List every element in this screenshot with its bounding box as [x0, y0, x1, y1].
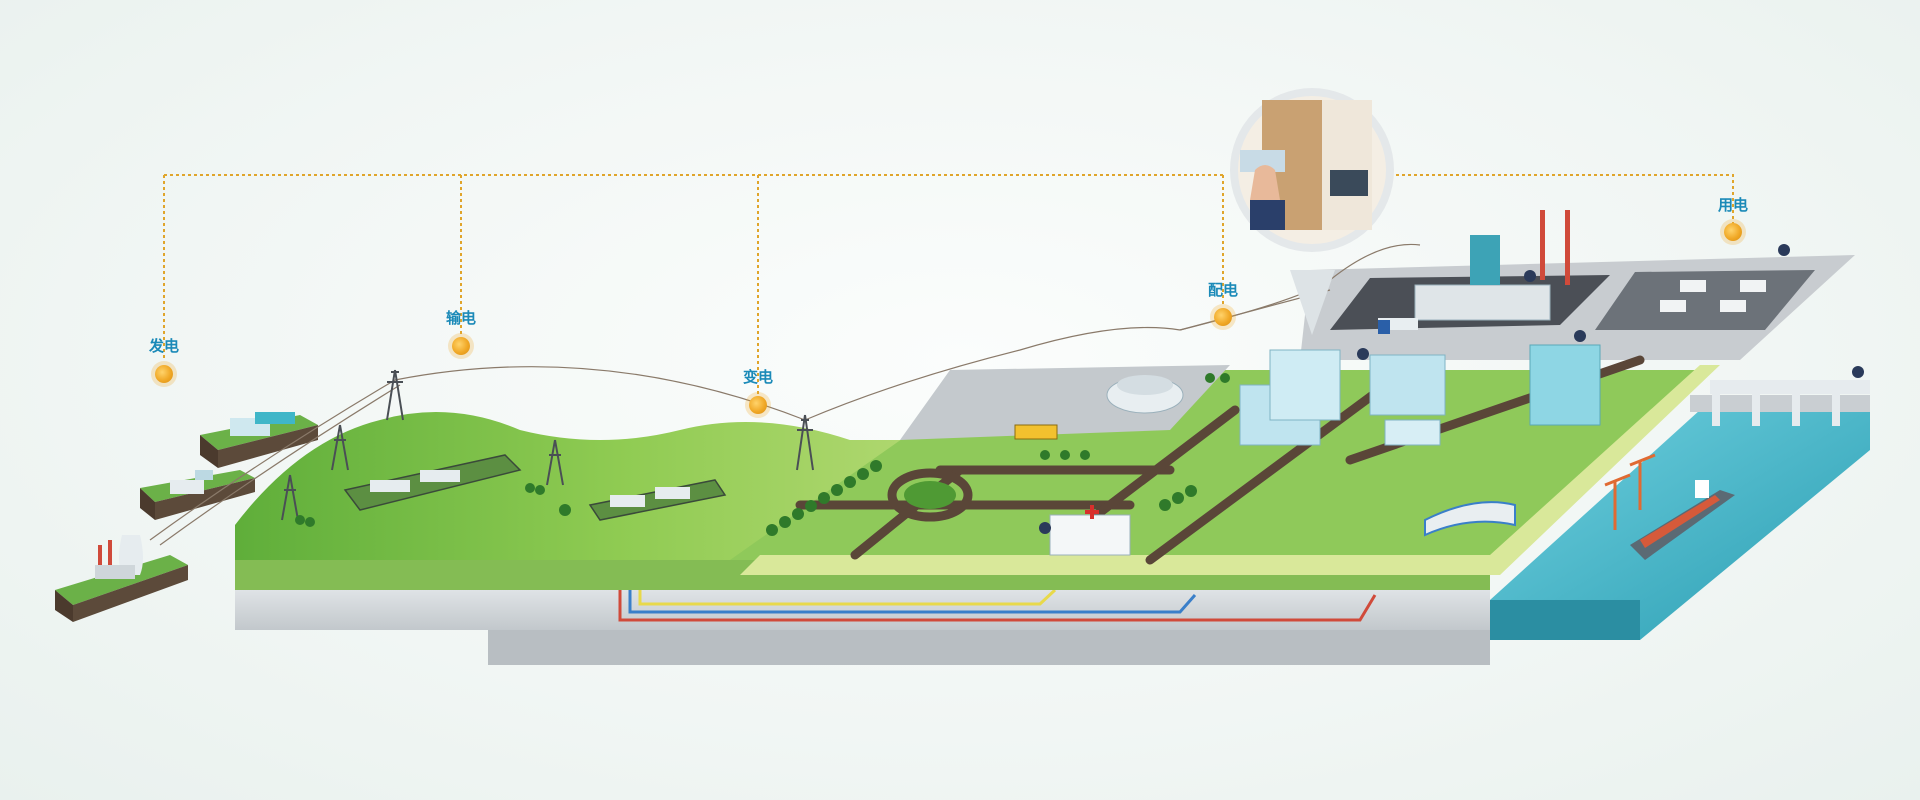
factory [1414, 210, 1570, 321]
generation-label[interactable]: 发电 [148, 337, 180, 355]
office-towers [1239, 349, 1446, 446]
port-cranes [1604, 453, 1656, 530]
hospital [1049, 505, 1131, 556]
generation-dot[interactable] [155, 365, 173, 383]
transmission-towers [281, 369, 814, 521]
parking-lot [1660, 280, 1766, 312]
connector-consumption-line [1390, 174, 1734, 225]
thermal-island [55, 535, 188, 622]
stage-connector-lines [163, 174, 1734, 395]
city-buildings [1014, 210, 1766, 556]
distribution-label[interactable]: 配电 [1207, 281, 1239, 299]
school-bus [1014, 424, 1058, 440]
gas-station [1424, 501, 1516, 537]
substation-yards [343, 454, 727, 521]
nuclear-island [140, 470, 255, 520]
truck [1378, 318, 1418, 334]
roundabout [887, 468, 973, 522]
generation-islands [55, 412, 318, 622]
consumption-dot[interactable] [1724, 223, 1742, 241]
consumption-label[interactable]: 用电 [1717, 196, 1749, 214]
substation-label[interactable]: 变电 [742, 368, 774, 386]
harbor [1490, 380, 1870, 640]
distribution-magnifier [1230, 88, 1394, 335]
convention-center [1106, 375, 1184, 414]
harbor-bridge [1710, 380, 1870, 426]
cargo-ship [1630, 480, 1735, 560]
trees [295, 373, 1230, 536]
distribution-dot[interactable] [1214, 308, 1232, 326]
transmission-label[interactable]: 输电 [445, 309, 477, 327]
hydro-island [200, 412, 318, 468]
transmission-dot[interactable] [452, 337, 470, 355]
glass-tower [1529, 344, 1601, 426]
location-pins [1039, 244, 1864, 534]
substation-dot[interactable] [749, 396, 767, 414]
